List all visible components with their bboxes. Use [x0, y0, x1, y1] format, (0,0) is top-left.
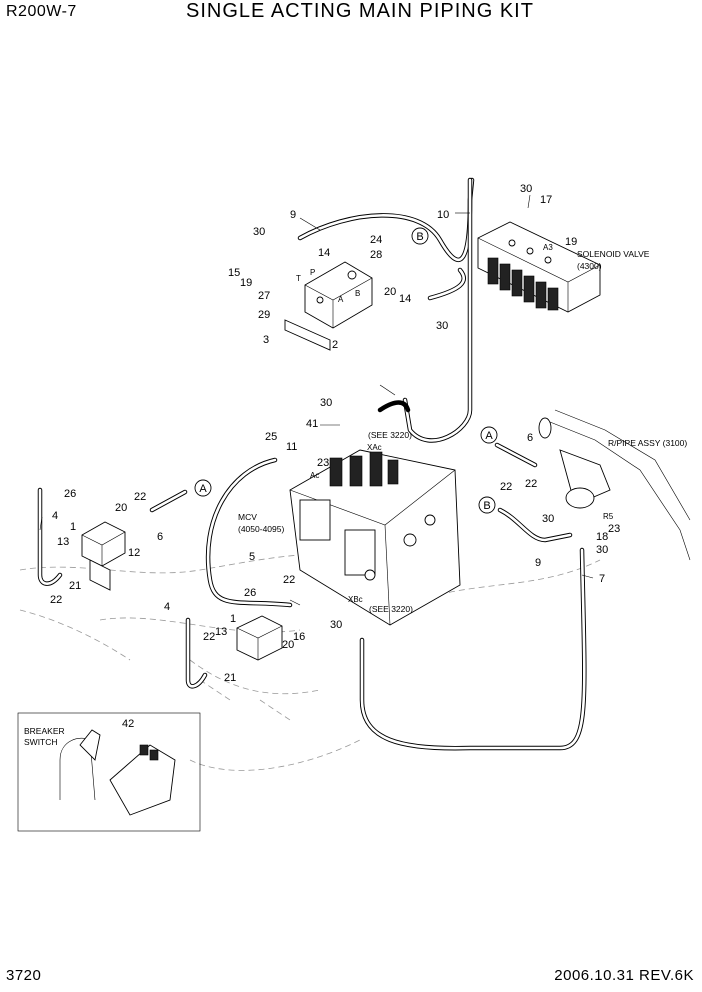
callout: 23 — [608, 523, 620, 535]
callout: 29 — [258, 309, 270, 321]
callout: 22 — [283, 574, 295, 586]
ref-label-b-right: B — [483, 500, 490, 512]
callout: 28 — [370, 249, 382, 261]
callout: 17 — [540, 194, 552, 206]
callout: 22 — [134, 491, 146, 503]
callout: 27 — [258, 290, 270, 302]
main-control-valve — [289, 449, 461, 626]
model-code: R200W-7 — [6, 3, 77, 20]
callout: 26 — [244, 587, 256, 599]
callout: 20 — [384, 286, 396, 298]
reference-markers[interactable]: B A A B — [194, 227, 498, 514]
callout: 1 — [70, 521, 76, 533]
callout: 14 — [399, 293, 411, 305]
port-b: B — [355, 289, 360, 298]
callout: 20 — [282, 639, 294, 651]
pedal-valve-left — [81, 521, 126, 591]
callout: 5 — [249, 551, 255, 563]
port-r5: R5 — [603, 512, 614, 521]
callout: 22 — [500, 481, 512, 493]
breaker-switch-label-1: BREAKER — [24, 726, 65, 736]
mcv-label: MCV — [238, 512, 257, 522]
page-number: 3720 — [6, 967, 42, 984]
mcv-code: (4050-4095) — [238, 524, 284, 534]
callout: 19 — [240, 277, 252, 289]
callout: 14 — [318, 247, 330, 259]
callout: 21 — [69, 580, 81, 592]
ref-marker-a-right[interactable] — [480, 426, 498, 444]
callout: 2 — [332, 339, 338, 351]
callout: 22 — [525, 478, 537, 490]
callout: 4 — [164, 601, 170, 613]
callout: 11 — [286, 441, 297, 453]
port-xbc: XBc — [348, 595, 363, 604]
callout: 26 — [64, 488, 76, 500]
callout: 12 — [128, 547, 140, 559]
callout: 30 — [436, 320, 448, 332]
callout: 30 — [330, 619, 342, 631]
breaker-switch-inset — [17, 712, 201, 832]
solenoid-valve — [477, 221, 601, 313]
ref-marker-a-left[interactable] — [194, 479, 212, 497]
ref-marker-b-top[interactable] — [411, 227, 429, 245]
callout: 30 — [520, 183, 532, 195]
callout: 21 — [224, 672, 236, 684]
callout: 4 — [52, 510, 58, 522]
hoses — [37, 177, 587, 751]
callout: 42 — [122, 718, 134, 730]
callout: 24 — [370, 234, 382, 246]
callout: 9 — [290, 209, 296, 221]
callout: 6 — [527, 432, 533, 444]
callout: 19 — [565, 236, 577, 248]
callout: 7 — [599, 573, 605, 585]
pedal-valve-lower — [236, 615, 283, 661]
callout: 13 — [57, 536, 69, 548]
callout: 41 — [306, 418, 318, 430]
revision-date: 2006.10.31 REV.6K — [554, 967, 694, 984]
callout: 22 — [203, 631, 215, 643]
see-note-bottom: (SEE 3220) — [369, 604, 413, 614]
callout: 22 — [50, 594, 62, 606]
ref-marker-b-right[interactable] — [478, 496, 496, 514]
see-note-top: (SEE 3220) — [368, 430, 412, 440]
callout: 13 — [215, 626, 227, 638]
solenoid-valve-code: (4300) — [577, 261, 602, 271]
callout: 9 — [535, 557, 541, 569]
callout: 23 — [317, 457, 329, 469]
callout: 6 — [157, 531, 163, 543]
callout: 25 — [265, 431, 277, 443]
breaker-switch-label-2: SWITCH — [24, 737, 58, 747]
part-callouts: 30 17 10 19 9 30 14 24 28 15 19 27 29 3 … — [50, 183, 620, 730]
callout: 10 — [437, 209, 449, 221]
port-xac: XAc — [367, 443, 382, 452]
callout: 30 — [596, 544, 608, 556]
port-p: P — [310, 268, 315, 277]
valve-block — [284, 261, 373, 351]
ref-label-b-top: B — [416, 231, 423, 243]
ref-label-a-right: A — [485, 430, 493, 442]
callout: 30 — [542, 513, 554, 525]
ref-label-a-left: A — [199, 483, 207, 495]
callout: 30 — [320, 397, 332, 409]
callout: 16 — [293, 631, 305, 643]
solenoid-valve-label: SOLENOID VALVE — [577, 249, 650, 259]
diagram-notes: SOLENOID VALVE (4300) R/PIPE ASSY (3100)… — [24, 243, 687, 747]
return-pipe-label: R/PIPE ASSY (3100) — [608, 438, 687, 448]
port-a: A — [338, 295, 344, 304]
page-title: SINGLE ACTING MAIN PIPING KIT — [186, 0, 534, 22]
callout: 18 — [596, 531, 608, 543]
leader-lines — [39, 194, 594, 606]
callout: 1 — [230, 613, 236, 625]
callout: 15 — [228, 267, 240, 279]
callout: 20 — [115, 502, 127, 514]
port-ac: Ac — [310, 471, 319, 480]
callout: 30 — [253, 226, 265, 238]
port-t: T — [296, 274, 301, 283]
port-a3: A3 — [543, 243, 553, 252]
return-pipe-assy — [538, 409, 691, 561]
callout: 3 — [263, 334, 269, 346]
